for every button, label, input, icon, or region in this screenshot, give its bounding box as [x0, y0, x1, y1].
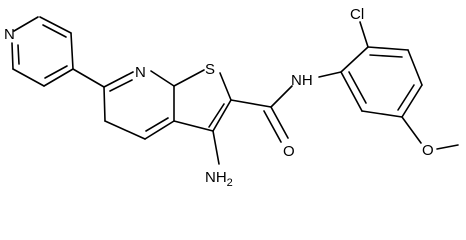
bond-double-inner — [42, 24, 67, 38]
bond — [270, 85, 293, 108]
bond — [39, 16, 72, 34]
bond — [43, 68, 74, 87]
chemical-structure-diagram: N N S Cl NH O NH2 O — [4, 6, 459, 189]
atom-label-n-amide: NH — [291, 72, 313, 89]
atom-label-o-methoxy: O — [422, 142, 434, 159]
bond-double-inner — [369, 54, 403, 58]
bond — [150, 70, 175, 87]
bond-double-inner — [109, 79, 133, 92]
pyridine-ring-fused — [103, 70, 175, 140]
bond — [70, 32, 74, 70]
atom-label-o-carbonyl: O — [283, 143, 295, 160]
bond — [361, 110, 403, 118]
bond-double-inner — [208, 103, 225, 128]
bond-double-inner — [44, 65, 68, 79]
atom-label-s-thiophene: S — [205, 61, 215, 78]
bond-amine — [212, 130, 220, 165]
bond — [13, 16, 39, 32]
bond — [103, 86, 106, 122]
bond — [12, 68, 45, 87]
bond-methoxy-ch3 — [436, 144, 459, 150]
bond-n-aryl — [318, 71, 342, 78]
bond — [11, 42, 14, 70]
bond — [103, 71, 134, 88]
bond-carbonyl-double — [263, 110, 282, 143]
bond — [407, 49, 423, 86]
bond — [340, 71, 363, 112]
bond — [173, 69, 205, 87]
bond — [173, 120, 214, 132]
bond-double-inner — [397, 84, 415, 111]
bond-methoxy-o — [401, 116, 422, 144]
pyridine-ring-left — [11, 16, 74, 87]
bond — [219, 72, 232, 101]
bond-double-inner — [17, 44, 20, 65]
bond-double-inner — [348, 71, 367, 104]
structure-canvas: N N S Cl NH O NH2 O — [4, 6, 459, 189]
bond — [144, 120, 175, 140]
carboxamide-group — [230, 85, 293, 143]
thiophene-ring — [173, 69, 232, 132]
bond-carbonyl — [270, 106, 289, 139]
bond-biaryl — [72, 68, 105, 88]
bond — [367, 46, 409, 51]
atom-label-cl: Cl — [350, 6, 364, 23]
bond-chloro — [359, 21, 369, 48]
bond — [401, 84, 423, 118]
atom-label-n-amine: NH2 — [205, 169, 233, 189]
bond-double-inner — [145, 117, 169, 132]
bond — [230, 99, 272, 108]
bond — [212, 99, 232, 132]
bond — [340, 46, 369, 73]
phenyl-ring-right — [340, 46, 423, 118]
atom-label-n-pyridine-top: N — [4, 26, 15, 43]
atom-label-n-pyridine-fused: N — [135, 64, 146, 81]
bond — [104, 120, 146, 140]
